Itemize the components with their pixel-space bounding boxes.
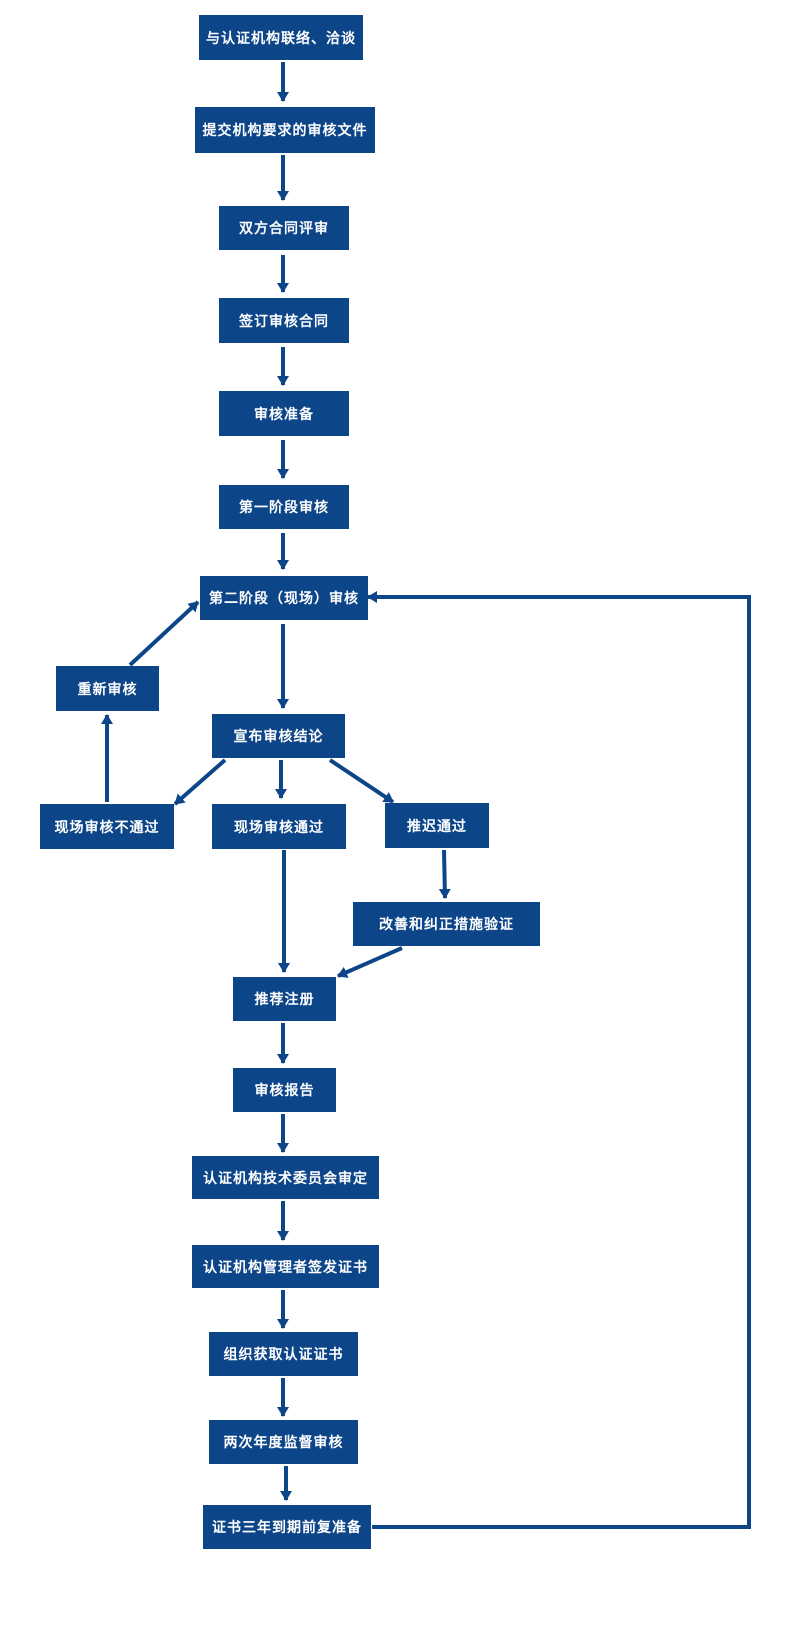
edge-group	[101, 62, 751, 1529]
node-contact: 与认证机构联络、洽谈	[199, 15, 363, 60]
node-surveillance: 两次年度监督审核	[209, 1420, 358, 1464]
node-report: 审核报告	[233, 1068, 336, 1112]
edge-corrective-to-recommend	[337, 946, 403, 978]
node-onsite-fail: 现场审核不通过	[40, 804, 174, 849]
node-renewal: 证书三年到期前复准备	[203, 1505, 371, 1549]
edge-announce-to-delayed-pass	[328, 758, 395, 804]
node-submit-docs: 提交机构要求的审核文件	[195, 107, 375, 153]
node-contract-review: 双方合同评审	[219, 206, 349, 250]
node-stage1: 第一阶段审核	[219, 485, 349, 529]
edge-announce-to-onsite-fail	[173, 758, 227, 806]
node-committee: 认证机构技术委员会审定	[192, 1156, 379, 1199]
node-audit-prep: 审核准备	[219, 391, 349, 436]
node-obtain-cert: 组织获取认证证书	[209, 1332, 358, 1376]
node-reaudit: 重新审核	[56, 666, 159, 711]
node-stage2: 第二阶段（现场）审核	[200, 576, 368, 620]
node-recommend: 推荐注册	[233, 977, 336, 1021]
node-delayed-pass: 推迟通过	[385, 803, 489, 848]
node-sign-contract: 签订审核合同	[219, 298, 349, 343]
node-announce: 宣布审核结论	[212, 714, 345, 758]
edge-reaudit-to-stage2	[128, 600, 200, 667]
node-onsite-pass: 现场审核通过	[212, 804, 346, 849]
edge-renewal-to-stage2-loop	[367, 591, 751, 1529]
edge-delayed-pass-to-corrective	[438, 849, 451, 899]
node-corrective: 改善和纠正措施验证	[353, 902, 540, 946]
node-issue-cert: 认证机构管理者签发证书	[192, 1245, 379, 1288]
